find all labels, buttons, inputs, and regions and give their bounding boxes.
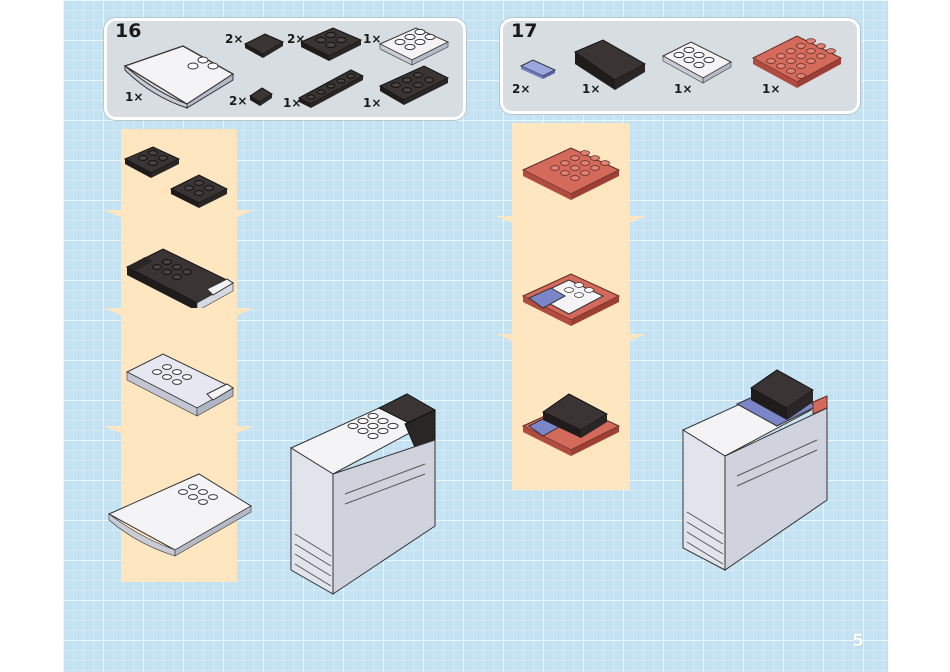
substep4-white-roof-icon (105, 470, 255, 562)
part-black-tiny-slope-icon (248, 86, 276, 108)
part-white-plate-17-icon (661, 40, 733, 84)
down-arrow-icon (104, 208, 254, 244)
substep3-white-assembly-icon (123, 350, 237, 426)
qty-white-slope: 1× (125, 90, 143, 104)
substep3-black-slope-assembly-icon (521, 390, 621, 462)
part-white-plate-icon (378, 26, 450, 68)
part-black-slope-icon (243, 30, 285, 60)
down-arrow-icon (104, 306, 254, 342)
instruction-page: 16 1× 2× 2× 1× 2× (63, 0, 888, 672)
down-arrow-icon (496, 214, 646, 250)
page-number: 5 (852, 631, 864, 651)
qty-white-plate-2x4-17: 1× (674, 82, 692, 96)
substep1-red-plate-icon (521, 144, 621, 208)
part-black-long-plate-icon (297, 68, 365, 110)
part-black-large-slope-icon (573, 38, 649, 94)
part-black-plate-icon (299, 26, 363, 64)
truck-cab-step16-icon (285, 394, 455, 598)
part-blue-tile-icon (519, 58, 559, 82)
qty-black-slope-small: 2× (225, 32, 243, 46)
down-arrow-icon (104, 424, 254, 460)
qty-black-slope-tiny: 2× (229, 94, 247, 108)
qty-blue-tile: 2× (512, 82, 530, 96)
part-red-plate-icon (751, 32, 843, 92)
substep1-black-plates-icon (123, 145, 235, 217)
step17-number: 17 (511, 20, 537, 42)
truck-cab-step17-icon (677, 368, 847, 574)
down-arrow-icon (496, 332, 646, 368)
substep2-red-white-blue-plate-icon (521, 270, 621, 334)
part-black-plate-2x4-icon (378, 64, 450, 110)
